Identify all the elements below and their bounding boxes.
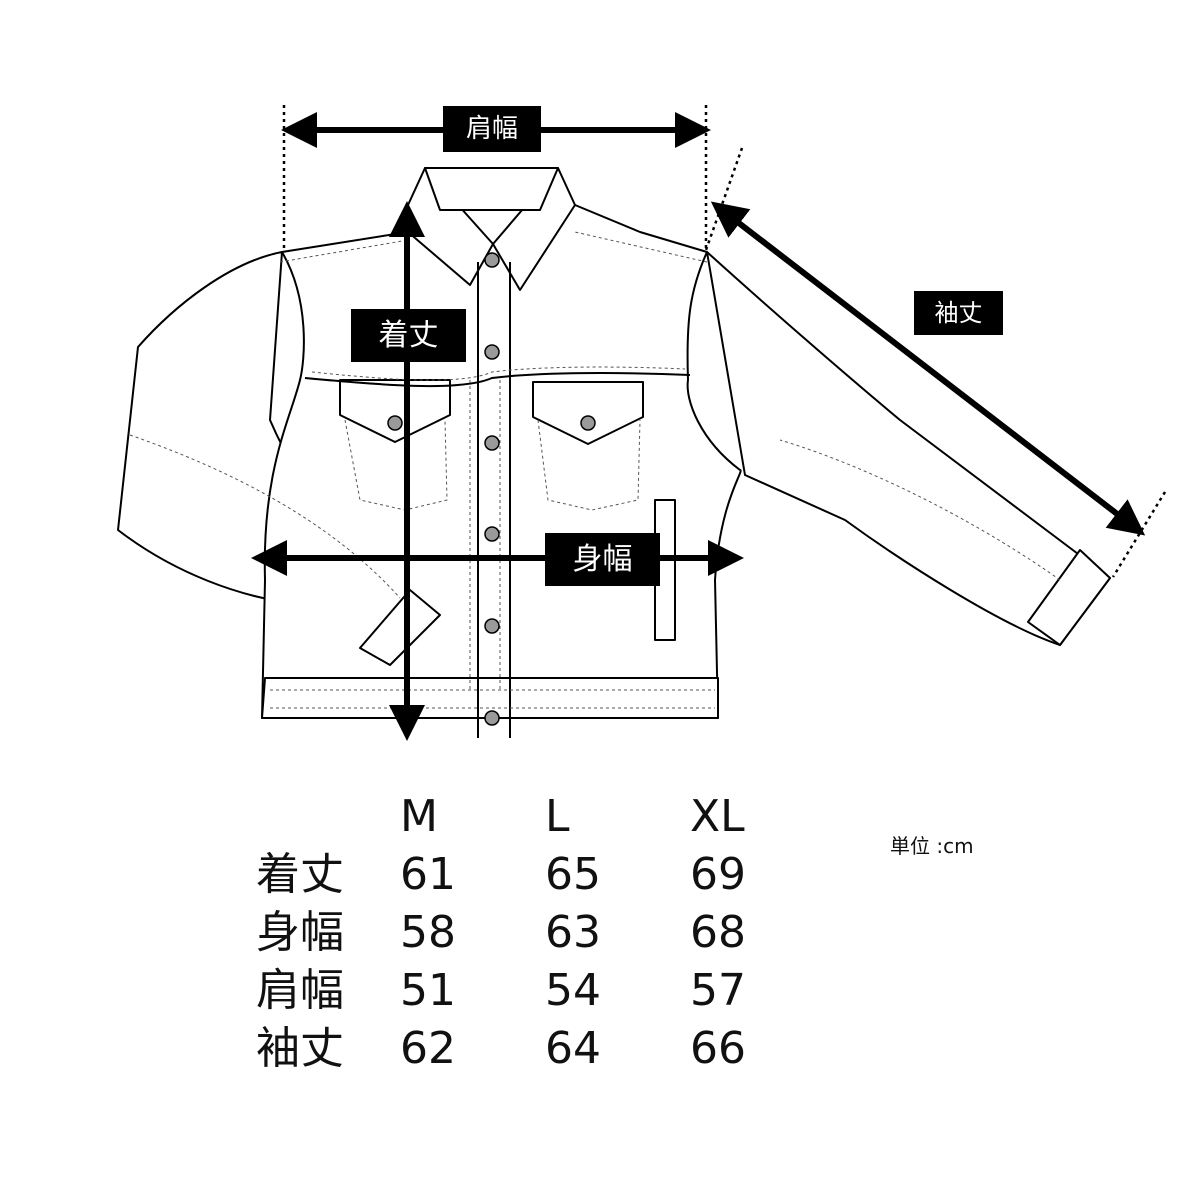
collar-back xyxy=(424,167,559,211)
cell-value: 63 xyxy=(545,907,601,958)
right-sleeve xyxy=(706,251,1111,646)
unit-note: 単位 :cm xyxy=(890,834,974,858)
collar-right xyxy=(492,167,576,291)
cell-value: 66 xyxy=(690,1023,746,1074)
right-pocket-button xyxy=(580,415,596,431)
jacket-diagram: 肩幅 着丈 袖丈 身幅 xyxy=(117,105,1167,741)
label-body-length: 着丈 xyxy=(351,309,466,362)
table-header-row: M L XL xyxy=(250,788,810,846)
button-4 xyxy=(484,526,500,542)
cell-value: 61 xyxy=(400,849,456,900)
cell-value: 54 xyxy=(545,965,601,1016)
header-size-m: M xyxy=(400,791,438,842)
left-pocket-button xyxy=(387,415,403,431)
cell-value: 69 xyxy=(690,849,746,900)
button-3 xyxy=(484,435,500,451)
table-row: 身幅 58 63 68 xyxy=(250,904,810,962)
label-body-width: 身幅 xyxy=(545,533,660,586)
row-label: 身幅 xyxy=(256,907,344,958)
button-2 xyxy=(484,344,500,360)
cell-value: 68 xyxy=(690,907,746,958)
button-5 xyxy=(484,618,500,634)
jacket-body xyxy=(261,204,742,719)
cell-value: 57 xyxy=(690,965,746,1016)
row-label: 肩幅 xyxy=(256,965,344,1016)
row-label: 袖丈 xyxy=(256,1023,344,1074)
button-6 xyxy=(484,710,500,726)
label-sleeve-length: 袖丈 xyxy=(914,291,1003,335)
waistband xyxy=(261,677,719,719)
arrow-sleeve xyxy=(710,201,1146,536)
button-1 xyxy=(484,252,500,268)
header-size-xl: XL xyxy=(690,791,745,842)
cell-value: 58 xyxy=(400,907,456,958)
right-pocket-flap xyxy=(532,381,644,445)
cell-value: 51 xyxy=(400,965,456,1016)
cell-value: 62 xyxy=(400,1023,456,1074)
right-cuff xyxy=(1027,549,1111,646)
table-row: 肩幅 51 54 57 xyxy=(250,962,810,1020)
header-size-l: L xyxy=(545,791,570,842)
jacket-drawing xyxy=(117,105,1167,741)
label-shoulder-width: 肩幅 xyxy=(443,106,541,152)
table-row: 着丈 61 65 69 xyxy=(250,846,810,904)
cell-value: 64 xyxy=(545,1023,601,1074)
table-row: 袖丈 62 64 66 xyxy=(250,1020,810,1078)
cell-value: 65 xyxy=(545,849,601,900)
row-label: 着丈 xyxy=(256,849,344,900)
